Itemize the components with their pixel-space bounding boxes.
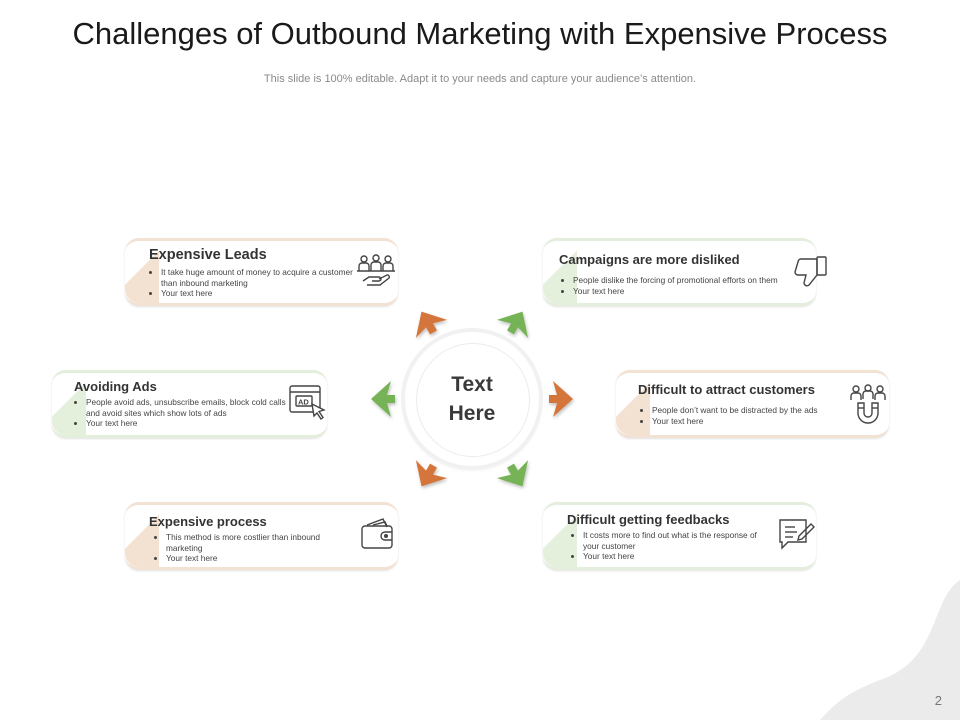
card-bullets: This method is more costlier than inboun…: [154, 532, 356, 564]
card-title: Difficult getting feedbacks: [567, 512, 730, 527]
card-avoiding-ads: Avoiding Ads People avoid ads, unsubscri…: [52, 370, 327, 438]
people-hand-icon: [357, 254, 395, 286]
arrow-bottom-left: [415, 460, 448, 487]
arrow-right: [549, 381, 573, 417]
page-number: 2: [934, 693, 942, 708]
slide-subtitle: This slide is 100% editable. Adapt it to…: [263, 73, 697, 85]
magnet-people-icon: [850, 384, 886, 424]
card-bullets: It costs more to find out what is the re…: [571, 530, 773, 562]
card-title: Expensive process: [149, 514, 267, 529]
arrow-top-left: [415, 311, 448, 338]
slide-title: Challenges of Outbound Marketing with Ex…: [72, 16, 888, 51]
center-text-line1: Text: [451, 373, 493, 396]
card-bullets: People avoid ads, unsubscribe emails, bl…: [74, 397, 296, 429]
center-text: Text Here: [416, 370, 528, 428]
wallet-icon: [361, 518, 393, 549]
card-expensive-process: Expensive process This method is more co…: [125, 502, 398, 570]
card-title: Difficult to attract customers: [638, 382, 815, 397]
arrow-top-right: [496, 311, 529, 338]
card-expensive-leads: Expensive Leads It take huge amount of m…: [125, 238, 398, 306]
card-difficult-attract: Difficult to attract customers People do…: [616, 370, 889, 438]
ad-click-icon: AD: [289, 385, 326, 421]
card-campaigns-disliked: Campaigns are more disliked People disli…: [543, 238, 827, 306]
card-bullets: People don’t want to be distracted by th…: [640, 405, 862, 426]
center-text-line2: Here: [448, 402, 496, 425]
center-circle: [416, 343, 530, 457]
feedback-chat-icon: [779, 519, 815, 550]
card-difficult-feedback: Difficult getting feedbacks It costs mor…: [543, 502, 816, 570]
card-bullets: It take huge amount of money to acquire …: [149, 267, 361, 299]
card-title: Expensive Leads: [149, 247, 267, 263]
thumbs-down-icon: [794, 256, 827, 287]
arrow-left: [371, 381, 395, 417]
arrow-bottom-right: [496, 460, 529, 487]
card-bullets: People dislike the forcing of promotiona…: [561, 275, 813, 296]
ad-icon-label: AD: [298, 398, 309, 407]
card-title: Campaigns are more disliked: [559, 252, 740, 267]
card-title: Avoiding Ads: [74, 379, 157, 394]
